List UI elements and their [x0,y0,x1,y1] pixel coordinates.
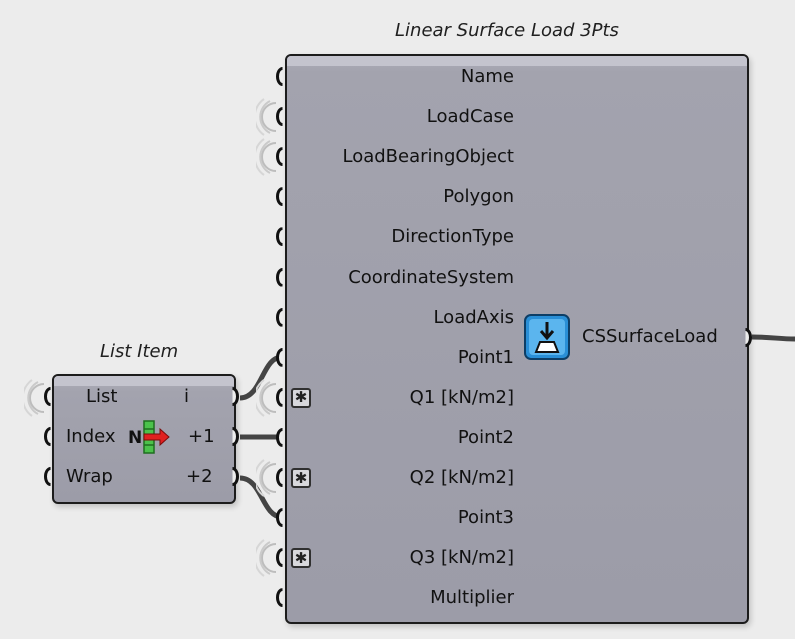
input-label: Point2 [457,426,514,448]
input-label: LoadCase [426,106,514,128]
input-waves-icon [256,459,277,497]
plus2-output-grip[interactable] [232,467,239,486]
svg-text:N: N [128,428,142,448]
index-input-label: Index [66,426,116,447]
input-grip[interactable] [276,468,283,487]
input-grip[interactable] [276,147,283,167]
input-waves-icon [256,98,277,136]
input-label: Q3 [kN/m2] [409,547,514,569]
input-label: Polygon [443,186,514,208]
input-waves-icon [256,539,277,578]
input-label: Multiplier [430,587,514,609]
input-label: DirectionType [391,226,514,248]
list-input-waves-icon [24,379,45,417]
input-grip[interactable] [276,307,283,327]
input-label: CoordinateSystem [348,266,514,288]
optional-star-icon: ✱ [291,548,311,569]
input-label: LoadBearingObject [342,146,515,168]
index-input-grip[interactable] [44,427,51,446]
input-label: Point1 [457,346,514,368]
i-output-grip[interactable] [232,387,239,406]
plus1-output-grip[interactable] [232,427,239,446]
input-label: Q1 [kN/m2] [409,386,514,408]
input-grip[interactable] [276,107,283,127]
input-grip[interactable] [276,347,283,367]
input-grip[interactable] [276,267,283,287]
input-grip[interactable] [276,67,283,86]
optional-star-icon: ✱ [291,468,311,488]
input-grip[interactable] [276,548,283,568]
output-grip[interactable] [745,328,752,347]
input-grip[interactable] [276,508,283,528]
input-waves-icon [256,378,277,417]
output-label: CSSurfaceLoad [582,326,718,347]
list-item-header-strip [54,376,234,386]
input-waves-icon [256,138,277,177]
wrap-input-label: Wrap [66,466,113,487]
surface-load-icon [524,314,570,360]
input-grip[interactable] [276,427,283,447]
main-component-title: Linear Surface Load 3Pts [395,20,619,41]
i-output-label: i [184,386,190,407]
wire-output[interactable] [751,334,795,342]
optional-star-icon: ✱ [291,387,311,408]
input-grip[interactable] [276,187,283,207]
list-item-icon: N [128,420,170,454]
input-grip[interactable] [276,588,283,608]
input-label: LoadAxis [433,306,514,328]
list-item-title: List Item [100,341,179,362]
list-item-body[interactable] [52,374,236,504]
input-grip[interactable] [276,387,283,407]
list-input-grip[interactable] [44,387,51,406]
main-component-header-strip [287,56,747,66]
list-input-label: List [86,386,118,407]
input-label: Name [460,66,514,87]
main-component-body[interactable] [285,54,749,624]
wrap-input-grip[interactable] [44,467,51,486]
plus1-output-label: +1 [188,426,215,447]
input-grip[interactable] [276,227,283,247]
input-label: Q2 [kN/m2] [409,467,514,488]
input-label: Point3 [457,507,514,529]
plus2-output-label: +2 [186,466,213,487]
